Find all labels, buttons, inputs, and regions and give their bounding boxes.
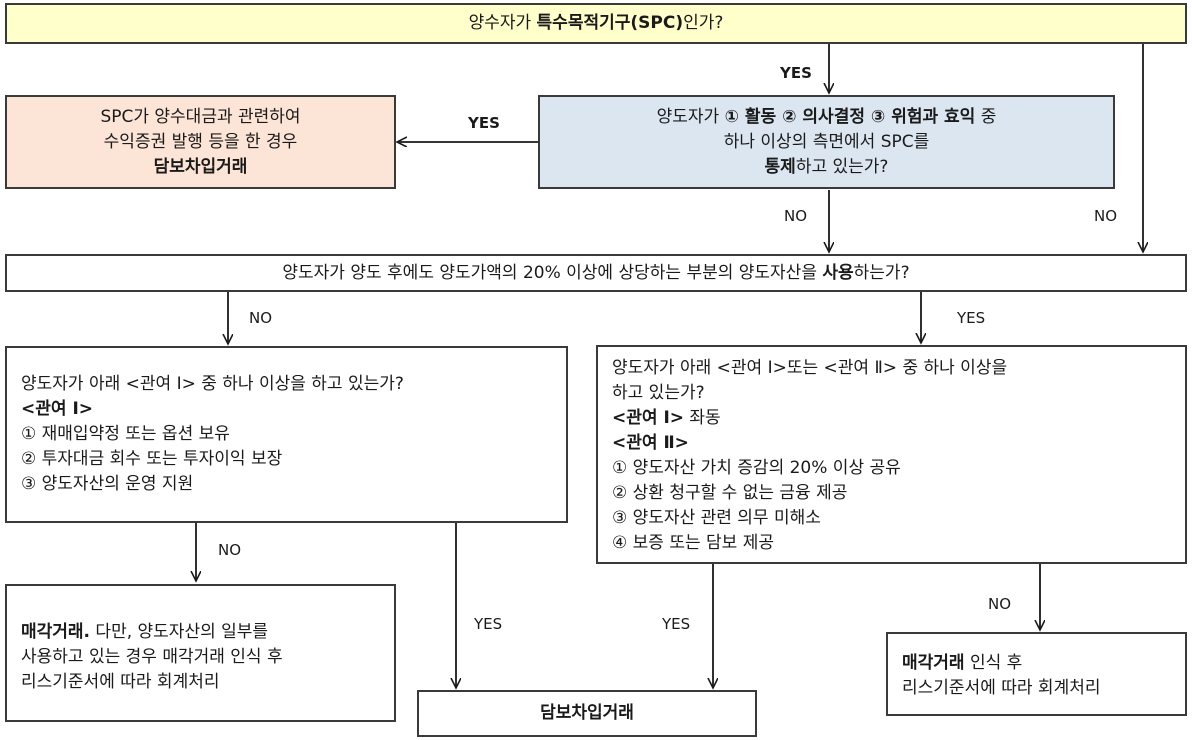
sale-right-line1-post: 인식 후 [964, 653, 1023, 673]
label-yes-left: YES [468, 114, 500, 132]
sale-right-box: 매각거래 인식 후 리스기준서에 따라 회계처리 [886, 632, 1187, 716]
spc-result-text: SPC가 양수대금과 관련하여 수익증권 발행 등을 한 경우 담보차입거래 [100, 105, 300, 180]
sale-left-line3: 리스기준서에 따라 회계처리 [21, 672, 220, 692]
sale-left-line1-bold: 매각거래. [21, 622, 91, 642]
spc-question-box: 양수자가 특수목적기구(SPC)인가? [5, 3, 1187, 44]
left-question-box: 양도자가 아래 <관여 Ⅰ> 중 하나 이상을 하고 있는가? <관여 Ⅰ> ①… [5, 346, 568, 523]
label-yes-left2: YES [474, 615, 503, 633]
borrow-box: 담보차입거래 [417, 690, 757, 737]
spc-result-line2: 수익증권 발행 등을 한 경우 [103, 131, 298, 152]
spc-control-line1-post: 중 [975, 106, 997, 127]
label-yes-top: YES [780, 64, 812, 82]
use-question-pre: 양도자가 양도 후에도 양도가액의 20% 이상에 상당하는 부분의 양도자산을 [282, 262, 823, 283]
spc-control-line1-bold: ① 활동 ② 의사결정 ③ 위험과 효익 [724, 106, 976, 127]
left-question-item-1: ① 재매입약정 또는 옵션 보유 [21, 424, 230, 444]
spc-control-line1-pre: 양도자가 [656, 106, 725, 127]
spc-control-line3-post: 하고 있는가? [795, 156, 889, 177]
spc-control-text: 양도자가 ① 활동 ② 의사결정 ③ 위험과 효익 중 하나 이상의 측면에서 … [657, 105, 997, 180]
spc-control-line2: 하나 이상의 측면에서 SPC를 [723, 131, 930, 152]
spc-question-bold: 특수목적기구(SPC) [536, 13, 684, 33]
use-question-bold: 사용 [822, 262, 854, 283]
spc-question-text: 양수자가 특수목적기구(SPC)인가? [469, 11, 724, 36]
label-yes-use: YES [957, 309, 986, 327]
right-question-line3-post: 좌동 [684, 408, 721, 428]
sale-right-line2: 리스기준서에 따라 회계처리 [902, 678, 1101, 698]
label-yes-right2: YES [662, 615, 691, 633]
right-question-line1: 양도자가 아래 <관여 Ⅰ>또는 <관여 Ⅱ> 중 하나 이상을 [612, 358, 1008, 378]
right-question-line3-bold: <관여 Ⅰ> [612, 408, 685, 428]
spc-question-pre: 양수자가 [468, 13, 537, 33]
right-question-item-3: ③ 양도자산 관련 의무 미해소 [612, 508, 821, 528]
borrow-text: 담보차입거래 [540, 703, 634, 723]
sale-left-line2: 사용하고 있는 경우 매각거래 인식 후 [21, 647, 283, 667]
left-question-item-2: ② 투자대금 회수 또는 투자이익 보장 [21, 449, 283, 469]
right-question-line4-bold: <관여 Ⅱ> [612, 433, 689, 453]
right-question-item-4: ④ 보증 또는 담보 제공 [612, 533, 774, 553]
right-question-line2: 하고 있는가? [612, 383, 705, 403]
label-no-left: NO [218, 541, 242, 559]
spc-result-line3-bold: 담보차입거래 [153, 156, 248, 177]
right-question-box: 양도자가 아래 <관여 Ⅰ>또는 <관여 Ⅱ> 중 하나 이상을 하고 있는가?… [596, 345, 1187, 564]
label-no-mid: NO [784, 207, 808, 225]
spc-control-box: 양도자가 ① 활동 ② 의사결정 ③ 위험과 효익 중 하나 이상의 측면에서 … [538, 95, 1115, 189]
spc-result-line1: SPC가 양수대금과 관련하여 [100, 106, 301, 127]
label-no-use: NO [249, 309, 273, 327]
sale-right-line1-bold: 매각거래 [902, 653, 965, 673]
use-question-post: 하는가? [853, 262, 910, 283]
spc-control-line3-bold: 통제 [764, 156, 796, 177]
use-question-box: 양도자가 양도 후에도 양도가액의 20% 이상에 상당하는 부분의 양도자산을… [5, 254, 1187, 292]
spc-question-post: 인가? [683, 13, 724, 33]
spc-result-box: SPC가 양수대금과 관련하여 수익증권 발행 등을 한 경우 담보차입거래 [5, 95, 396, 189]
right-question-item-1: ① 양도자산 가치 증감의 20% 이상 공유 [612, 458, 901, 478]
label-no-right: NO [1094, 207, 1118, 225]
label-no-right2: NO [988, 595, 1012, 613]
use-question-text: 양도자가 양도 후에도 양도가액의 20% 이상에 상당하는 부분의 양도자산을… [282, 261, 909, 286]
sale-left-box: 매각거래. 다만, 양도자산의 일부를 사용하고 있는 경우 매각거래 인식 후… [5, 584, 396, 722]
left-question-line2-bold: <관여 Ⅰ> [21, 399, 94, 419]
sale-left-line1-post: 다만, 양도자산의 일부를 [90, 622, 269, 642]
left-question-item-3: ③ 양도자산의 운영 지원 [21, 474, 194, 494]
right-question-item-2: ② 상환 청구할 수 없는 금융 제공 [612, 483, 848, 503]
left-question-line1: 양도자가 아래 <관여 Ⅰ> 중 하나 이상을 하고 있는가? [21, 374, 404, 394]
